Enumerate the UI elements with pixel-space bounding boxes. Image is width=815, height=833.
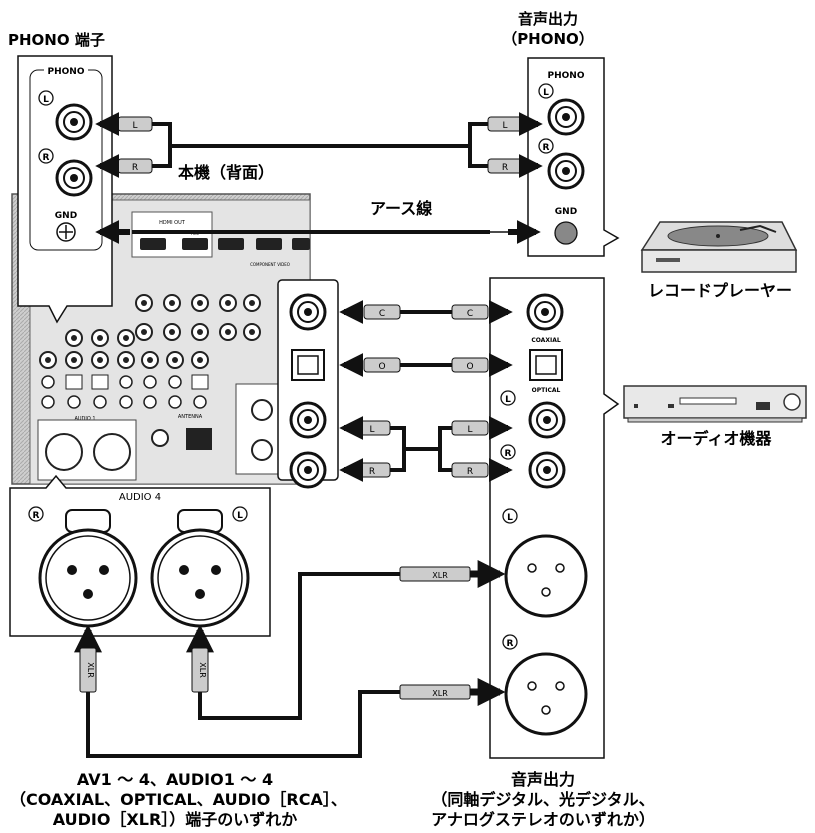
unit-rear-label: 本機（背面）	[178, 163, 274, 182]
bottom-left-caption: AV1 ～ 4、AUDIO1 ～ 4 （COAXIAL、OPTICAL、AUDI…	[10, 770, 340, 830]
device-l-mark: L	[505, 395, 511, 405]
device-xlr-r-jack	[506, 654, 586, 734]
audio4-r-mark: R	[33, 511, 40, 521]
phono-terminal-panel: PHONO L R GND	[18, 56, 112, 322]
cable-r-label: R	[369, 467, 375, 477]
phono-out-gnd: GND	[555, 207, 577, 217]
audio-device-label: オーディオ機器	[661, 429, 773, 448]
cable-o-label: O	[378, 362, 385, 372]
receiver-input-callout	[278, 280, 338, 487]
cable-l-label: L	[369, 425, 374, 435]
device-r-mark: R	[505, 449, 512, 459]
bottom-right-caption: 音声出力 （同軸デジタル、光デジタル、 アナログステレオのいずれか）	[398, 770, 688, 830]
bottom-left-caption-line: AV1 ～ 4、AUDIO1 ～ 4	[10, 770, 340, 790]
phono-out-l: L	[543, 88, 549, 98]
cable-xlr-label: XLR	[432, 571, 448, 580]
phono-out-r: R	[543, 143, 550, 153]
audio4-l-mark: L	[237, 511, 243, 521]
phono-output-panel: PHONO L R GND	[528, 58, 618, 256]
cable-c-label: C	[379, 309, 385, 319]
bottom-right-caption-line: アナログステレオのいずれか）	[398, 810, 688, 830]
bottom-right-caption-line: （同軸デジタル、光デジタル、	[398, 790, 688, 810]
cable-r-label: R	[132, 163, 138, 173]
cable-l-label: L	[502, 121, 507, 131]
device-xlr-r-mark: R	[507, 639, 514, 649]
audio-output-phono-label-2: （PHONO）	[502, 30, 594, 48]
turntable-label: レコードプレーヤー	[648, 281, 792, 300]
turntable-icon	[642, 222, 796, 272]
audio-output-phono-label-1: 音声出力	[518, 10, 578, 28]
component-video-label: COMPONENT VIDEO	[250, 262, 290, 267]
cable-xlr-label: XLR	[198, 662, 207, 678]
hdmi-out-label: HDMI OUT	[159, 220, 186, 226]
coaxial-cable: C C	[344, 305, 508, 319]
phono-panel-title: PHONO	[48, 67, 85, 77]
xlr-cable-r: XLR XLR	[80, 630, 500, 756]
phono-rca-cable: L R L R	[100, 117, 538, 173]
device-coaxial-label: COAXIAL	[531, 337, 560, 344]
bottom-left-caption-line: （COAXIAL、OPTICAL、AUDIO［RCA］、	[10, 790, 340, 810]
cable-r-label: R	[502, 163, 508, 173]
phono-panel-gnd: GND	[55, 211, 77, 221]
phono-panel-l: L	[43, 95, 49, 105]
optical-cable: O O	[344, 358, 508, 372]
gnd-terminal-icon	[555, 222, 577, 244]
cable-r-label: R	[467, 467, 473, 477]
cable-xlr-label: XLR	[432, 689, 448, 698]
cable-l-label: L	[132, 121, 137, 131]
audio-device-icon	[624, 386, 806, 422]
bottom-right-caption-line: 音声出力	[398, 770, 688, 790]
cable-c-label: C	[467, 309, 473, 319]
cable-l-label: L	[467, 425, 472, 435]
antenna-label: ANTENNA	[178, 414, 203, 420]
audio4-title: AUDIO 4	[119, 492, 161, 503]
phono-terminal-label: PHONO 端子	[8, 31, 105, 49]
phono-panel-r: R	[43, 153, 50, 163]
audio4-xlr-panel: AUDIO 4 R L	[10, 476, 270, 636]
device-optical-label: OPTICAL	[532, 387, 561, 394]
audio-device-output-panel: COAXIAL OPTICAL L R L R	[490, 278, 618, 758]
phono-out-title: PHONO	[548, 71, 585, 81]
ground-wire-label: アース線	[370, 199, 432, 218]
bottom-left-caption-line: AUDIO［XLR］）端子のいずれか	[10, 810, 340, 830]
cable-o-label: O	[466, 362, 473, 372]
analog-rca-cable: L R L R	[344, 421, 508, 477]
device-xlr-l-mark: L	[507, 513, 513, 523]
cable-xlr-label: XLR	[86, 662, 95, 678]
device-xlr-l-jack	[506, 536, 586, 616]
